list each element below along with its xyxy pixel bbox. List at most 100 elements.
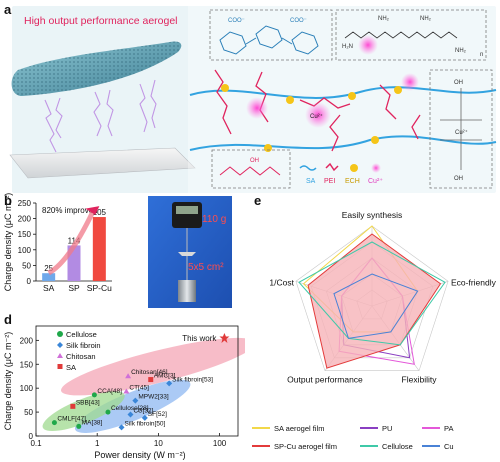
d-xtick-label: 10: [154, 439, 163, 448]
oh-top: OH: [454, 80, 463, 86]
d-point-label: CS[32]: [133, 407, 153, 414]
e-axis-label: Eco-friendly: [451, 277, 497, 287]
d-ytick-label: 50: [24, 408, 33, 417]
b-ytick-label: 250: [18, 199, 32, 208]
aerogel-sample: [178, 252, 196, 256]
d-point-label: MPW2[33]: [138, 394, 169, 401]
d-point: [141, 414, 148, 421]
panel-a-letter: a: [4, 2, 12, 17]
d-region-silk: [74, 379, 191, 433]
e-series-polygon: [298, 241, 446, 346]
d-ylabel: Charge density (μC m⁻²): [3, 332, 13, 430]
panel-b-letter: b: [4, 193, 12, 208]
d-xtick-label: 100: [213, 439, 227, 448]
n-label: n: [480, 52, 483, 58]
coo-label-1: COO⁻: [228, 18, 245, 24]
b-bar-value: 205: [93, 208, 107, 217]
b-ytick-label: 100: [18, 246, 32, 255]
panel-d-scatter-chart: Charge density (μC m⁻²) Power density (W…: [3, 325, 245, 460]
d-point: [70, 403, 76, 409]
legend-cu: Cu²⁺: [368, 178, 383, 185]
d-point-this-work: [219, 332, 230, 343]
e-legend-label: PU: [382, 424, 392, 433]
d-region-sa: [61, 337, 245, 396]
b-bar-value: 25: [44, 264, 53, 273]
d-point-label: AMC[3]: [154, 373, 176, 380]
legend-pei: PEI: [324, 178, 335, 185]
d-point: [127, 411, 134, 418]
d-point-label: MA[38]: [82, 419, 103, 426]
d-point-label: This work: [182, 334, 217, 343]
scale-device: [172, 202, 202, 228]
d-legend-silk: Silk fibroin: [66, 341, 101, 350]
b-arrow: [47, 209, 96, 276]
e-legend-label: Cellulose: [382, 442, 413, 451]
e-axis-label: 1/Cost: [269, 277, 294, 287]
d-point-label: Silk fibroin[50]: [125, 420, 166, 427]
e-axis-label: Output performance: [287, 375, 363, 385]
cu-center-label: Cu²⁺: [310, 113, 323, 120]
d-point: [76, 423, 82, 429]
b-category-label: SA: [43, 283, 55, 293]
weight-cylinder: [178, 280, 196, 302]
b-improvement: 820% improved: [42, 206, 98, 215]
sa-chain-1: [189, 86, 497, 99]
b-bar: [42, 273, 56, 281]
b-ytick-label: 0: [27, 277, 32, 286]
b-arrow-head: [85, 206, 100, 215]
d-point: [118, 424, 125, 431]
panel-e-letter: e: [254, 193, 262, 208]
ech-structure-box: [211, 149, 291, 189]
e-legend-label: PA: [444, 424, 453, 433]
d-xtick-label: 1: [95, 439, 100, 448]
d-point-label: Silk fibroin[53]: [172, 376, 213, 383]
d-point: [51, 420, 57, 426]
pei-chains: [214, 69, 421, 152]
d-point-label: Chitosan[46]: [131, 369, 168, 376]
panel-a-legend: SA PEI ECH Cu²⁺: [299, 162, 383, 185]
d-legend-cellulose: Cellulose: [66, 330, 97, 339]
substrate: [9, 147, 196, 179]
b-bar: [92, 217, 106, 281]
panel-e-radar-chart: Easily synthesisEco-friendlyFlexibilityO…: [252, 210, 497, 451]
b-ytick-label: 150: [18, 230, 32, 239]
e-axis-label: Flexibility: [402, 375, 438, 385]
cu-ion-3: [358, 35, 378, 55]
panel-b-bar-chart: Charge density (μC m⁻²) 820% improved 05…: [3, 193, 112, 293]
ech-oh-label: OH: [250, 158, 259, 164]
d-ytick-label: 0: [29, 432, 34, 441]
nh2-label-1: NH₂: [378, 16, 390, 22]
oh-bottom: OH: [454, 176, 463, 182]
d-ytick-label: 150: [20, 360, 34, 369]
h2n-label: H₂N: [342, 44, 353, 50]
d-legend: Cellulose Silk fibroin Chitosan SA: [57, 330, 101, 372]
panel-c-photo: 110 g 5x5 cm²: [148, 196, 232, 308]
coordination-box: [429, 69, 493, 189]
b-category-label: SP: [68, 283, 80, 293]
cu-ion-1: [246, 97, 268, 119]
b-ylabel: Charge density (μC m⁻²): [3, 193, 13, 291]
d-point: [123, 388, 130, 394]
sa-chain-2: [189, 135, 497, 151]
legend-sa: SA: [306, 178, 316, 185]
d-point: [166, 380, 173, 387]
legend-ech: ECH: [345, 178, 360, 185]
aerogel-title: High output performance aerogel: [24, 15, 178, 27]
nh2-label-2: NH₂: [420, 16, 432, 22]
cu-coord-label: Cu²⁺: [455, 129, 468, 136]
b-category-label: SP-Cu: [87, 283, 112, 293]
d-point: [148, 377, 154, 383]
sa-structure-box: [209, 9, 333, 61]
d-point-label: Cellulose[28]: [111, 405, 149, 412]
sample-size: 5x5 cm²: [188, 262, 224, 273]
e-series-polygon: [333, 273, 419, 339]
cu-ion-2: [305, 102, 331, 128]
b-ytick-label: 200: [18, 215, 32, 224]
d-legend-chitosan: Chitosan: [66, 352, 96, 361]
d-point: [125, 373, 132, 379]
e-legend-label: SA aerogel film: [274, 424, 324, 433]
e-legend-label: Cu: [444, 442, 454, 451]
weight-label: 110 g: [202, 214, 226, 225]
d-point-label: SF[52]: [148, 411, 167, 418]
e-series-polygon: [307, 233, 442, 369]
